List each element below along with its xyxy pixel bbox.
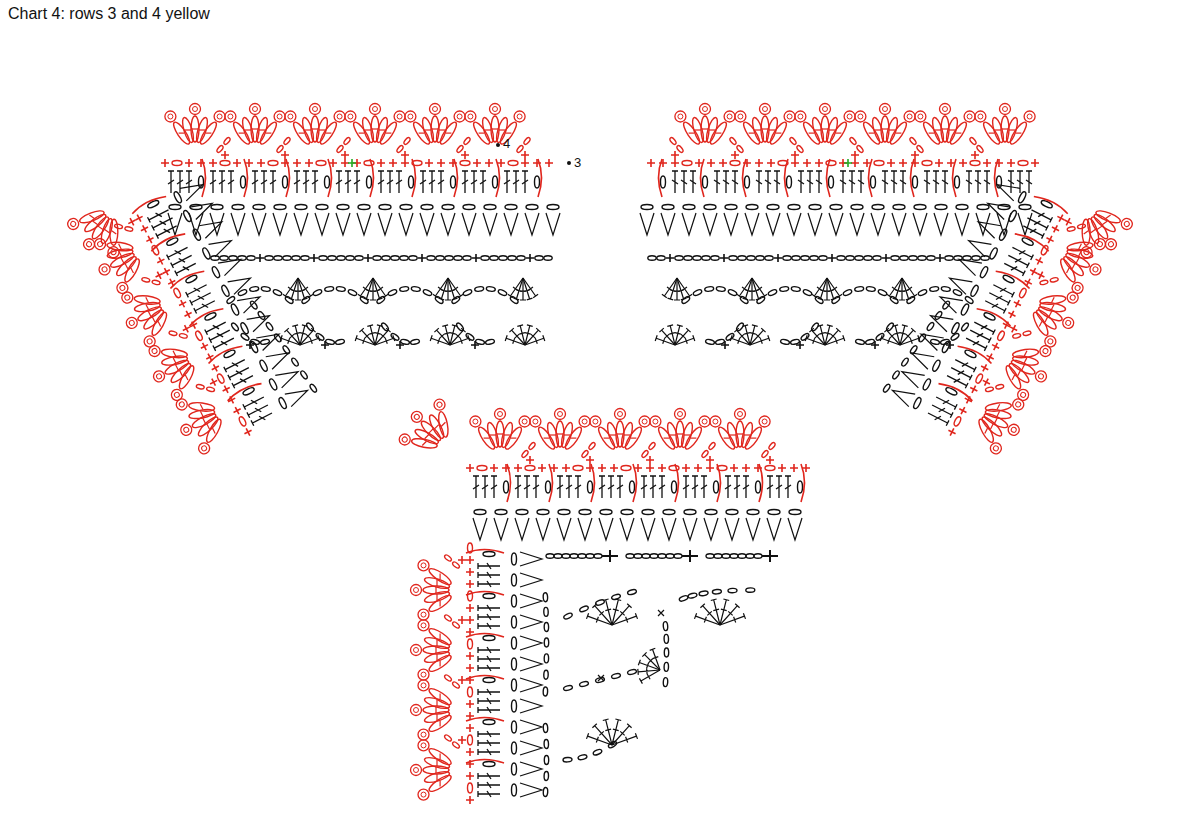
- chart-left-piece: [61, 104, 560, 463]
- row-number: 4: [502, 136, 511, 151]
- chart-right-piece: [640, 104, 1139, 463]
- row-number: 3: [573, 155, 582, 170]
- chart-bottom-piece: [392, 392, 810, 804]
- chart-title: Chart 4: rows 3 and 4 yellow: [8, 5, 210, 23]
